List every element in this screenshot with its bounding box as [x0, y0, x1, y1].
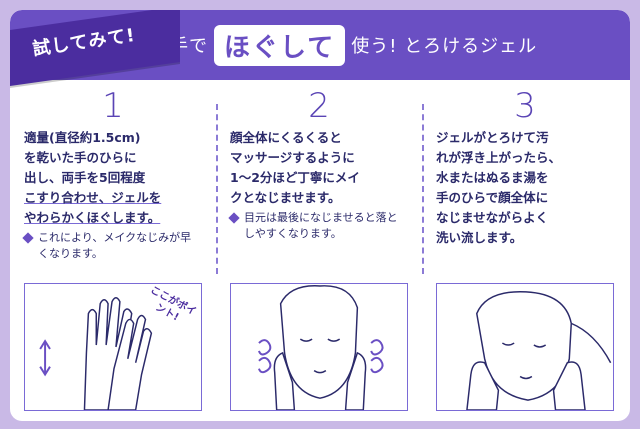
step-line: れが浮き上がったら、 — [436, 150, 562, 165]
face-massage-icon — [258, 285, 384, 410]
step-line: マッサージするように — [230, 150, 355, 165]
face-rinse-illustration — [436, 283, 614, 411]
hands-rubbing-icon — [39, 297, 153, 410]
step-line: なじませながらよく — [436, 210, 549, 225]
header-emphasis: ほぐして — [214, 24, 346, 66]
diamond-bullet-icon — [228, 212, 240, 224]
hands-illustration: ここがポイント! — [24, 283, 202, 411]
step-line: やわらかくほぐします。 — [24, 210, 161, 225]
step-note-text: 目元は最後になじませると落としやすくなります。 — [244, 211, 398, 240]
step-line: 顔全体にくるくると — [230, 130, 342, 145]
step-note-text: これにより、メイクなじみが早くなります。 — [38, 231, 192, 260]
step-number: 3 — [514, 86, 536, 126]
face-rinse-icon — [466, 291, 612, 410]
step-line: こすり合わせ、ジェルを — [24, 190, 162, 205]
step-line: 出し、両手を5回程度 — [24, 170, 146, 185]
step-line: 洗い流します。 — [436, 230, 523, 245]
step-1: 1 適量(直径約1.5cm) を乾いた手のひらに 出し、両手を5回程度 こすり合… — [10, 80, 216, 421]
step-line: を乾いた手のひらに — [24, 150, 137, 165]
step-description: ジェルがとろけて汚 れが浮き上がったら、 水またはぬるま湯を 手のひらで顔全体に… — [436, 128, 614, 248]
step-note: 目元は最後になじませると落としやすくなります。 — [228, 210, 408, 242]
face-massage-illustration — [230, 283, 408, 411]
steps-container: 1 適量(直径約1.5cm) を乾いた手のひらに 出し、両手を5回程度 こすり合… — [10, 80, 630, 421]
step-number: 2 — [308, 86, 330, 126]
step-3: 3 ジェルがとろけて汚 れが浮き上がったら、 水またはぬるま湯を 手のひらで顔全… — [422, 80, 628, 421]
step-number: 1 — [102, 86, 124, 126]
step-note: これにより、メイクなじみが早くなります。 — [22, 230, 202, 262]
instruction-card: 手で ほぐして 使う! とろけるジェル 試してみて! 1 適量(直径約1.5cm… — [10, 10, 630, 421]
step-line: 手のひらで顔全体に — [436, 190, 549, 205]
step-line: 適量(直径約1.5cm) — [24, 130, 141, 145]
step-description: 顔全体にくるくると マッサージするように 1〜2分ほど丁寧にメイ クとなじませま… — [230, 128, 408, 208]
step-line: 水またはぬるま湯を — [436, 170, 549, 185]
header-suffix: 使う! とろけるジェル — [351, 36, 538, 57]
step-line: 1〜2分ほど丁寧にメイ — [230, 170, 360, 185]
step-2: 2 顔全体にくるくると マッサージするように 1〜2分ほど丁寧にメイ クとなじま… — [216, 80, 422, 421]
step-description: 適量(直径約1.5cm) を乾いた手のひらに 出し、両手を5回程度 こすり合わせ… — [24, 128, 202, 228]
diamond-bullet-icon — [22, 232, 34, 244]
step-line: ジェルがとろけて汚 — [436, 130, 549, 145]
header-title: 手で ほぐして 使う! とろけるジェル — [170, 20, 537, 70]
step-line: クとなじませます。 — [230, 190, 341, 205]
